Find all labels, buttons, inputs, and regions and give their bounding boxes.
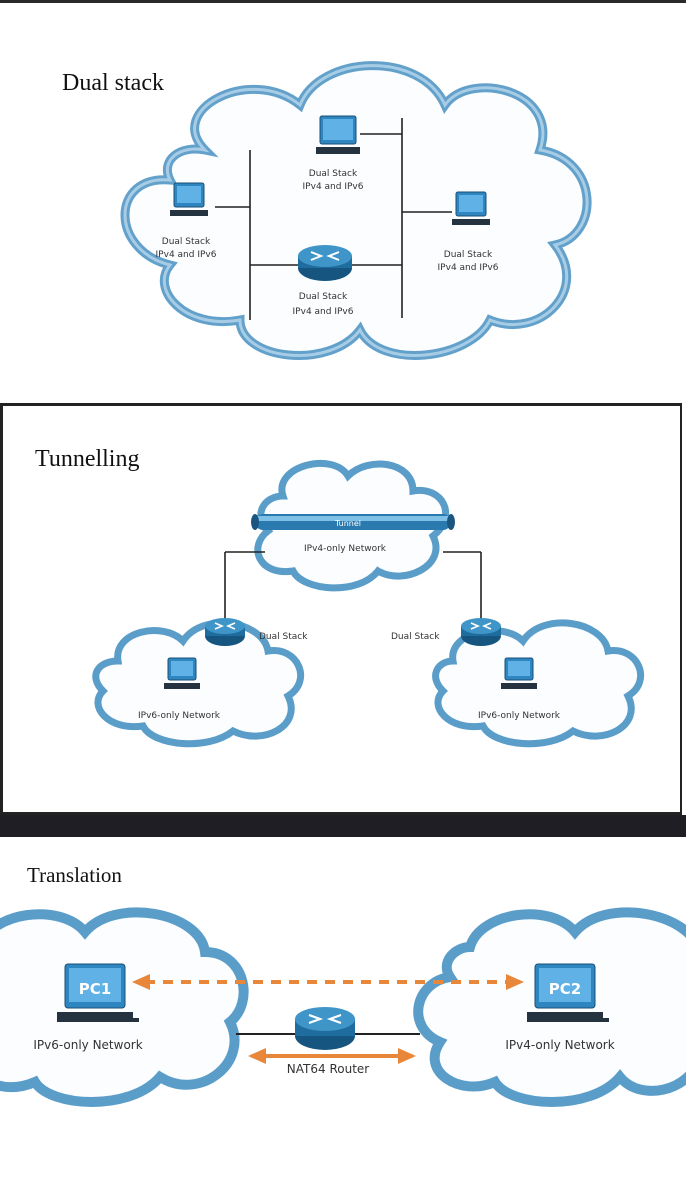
pc-icon [501,657,537,689]
ipv6-cloud-right [432,619,644,748]
translation-panel: Translation NAT64 Router [0,837,686,1200]
nat64-router-label: NAT64 Router [287,1062,370,1076]
dual-stack-links [215,118,452,320]
pc-icon [452,191,490,225]
tunnelling-diagram: Tunnel IPv4-only Network Dual Stack Dual… [92,459,644,748]
left-ipv6-label: IPv6-only Network [138,711,221,721]
tunnel-links [224,551,482,621]
dual-stack-panel: Dual stack [0,0,686,400]
router-icon [461,618,501,646]
nat64-router-icon [295,1007,355,1050]
pc-icon [164,657,200,689]
top-border [0,0,686,3]
tunnel-pipe [251,514,455,530]
tunnel-label: Tunnel [334,519,361,528]
ipv4-network-label: IPv4-only Network [304,544,387,554]
pc-right-label-line1: Dual Stack [444,250,493,260]
dual-stack-diagram: Dual Stack IPv4 and IPv6 Dual Stack IPv4… [120,61,592,360]
tunnelling-title: Tunnelling [35,446,140,472]
pc-icon [170,182,208,216]
router-icon [205,618,245,646]
pc-left-label-line1: Dual Stack [162,237,211,247]
pc1-icon [57,963,139,1022]
router-label-line1: Dual Stack [299,292,348,302]
pc-right-label-line2: IPv4 and IPv6 [438,263,499,273]
ipv4-network-label: IPv4-only Network [505,1038,614,1052]
translation-arrow-dashed [132,974,524,990]
dual-stack-title: Dual stack [62,70,164,96]
translation-title: Translation [27,863,122,887]
translation-diagram: NAT64 Router PC1 PC2 IPv6-only Network I… [0,907,686,1107]
pc-top-label-line2: IPv4 and IPv6 [303,182,364,192]
left-router-label: Dual Stack [259,632,308,642]
pc2-label: PC2 [549,980,581,998]
section-divider [0,815,686,837]
pc-left-label-line2: IPv4 and IPv6 [156,250,217,260]
tunnelling-frame: Tunnelling Tunnel IPv4-only Network [0,403,682,815]
pc1-label: PC1 [79,980,111,998]
pc-icon [316,115,360,154]
router-icon [298,245,352,281]
pc-top-label-line1: Dual Stack [309,169,358,179]
router-label-line2: IPv4 and IPv6 [293,307,354,317]
right-ipv6-label: IPv6-only Network [478,711,561,721]
ipv6-network-label: IPv6-only Network [33,1038,142,1052]
nat64-arrow [248,1048,416,1064]
pc2-icon [527,963,609,1022]
right-router-label: Dual Stack [391,632,440,642]
